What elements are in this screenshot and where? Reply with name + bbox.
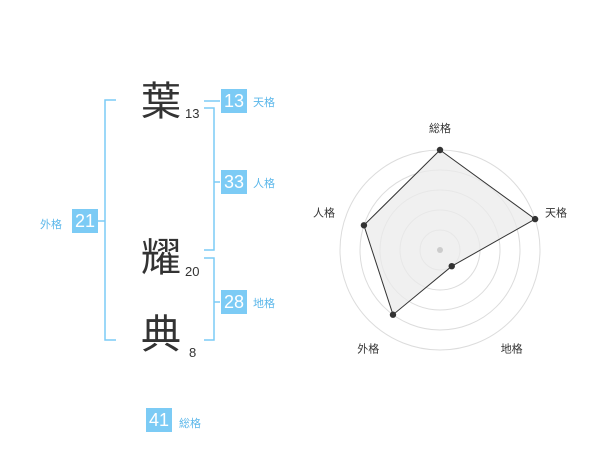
gaikaku-value: 21 [72,209,98,233]
radar-axis-label: 地格 [501,342,523,356]
soukaku-label: 総格 [179,417,201,430]
radar-point [436,146,444,154]
radar-center [437,247,443,253]
soukaku-value: 41 [146,408,172,432]
radar-axis-label: 外格 [357,342,379,356]
stroke-count-1: 13 [185,106,200,121]
radar-axis-label: 総格 [429,121,451,135]
stroke-count-2: 20 [185,264,200,279]
name-char-1: 葉 [141,79,181,125]
radar-point [448,262,455,270]
gaikaku-bracket [104,99,116,341]
radar-point [360,222,368,229]
radar-area [363,149,537,316]
jinkaku-value: 33 [221,170,247,194]
chikaku-label: 地格 [253,297,275,310]
chikaku-bracket [204,257,215,341]
radar-axis-label: 人格 [313,205,335,219]
stroke-count-3: 8 [189,345,197,360]
radar-point [531,215,539,223]
radar-point [389,311,397,318]
tenkaku-label: 天格 [253,96,275,109]
radar-axis-label: 天格 [545,205,567,219]
radar-points [360,146,539,318]
name-char-2: 耀 [141,235,181,281]
gaikaku-label: 外格 [40,218,62,231]
name-char-3: 典 [141,312,181,358]
chikaku-value: 28 [221,290,247,314]
jinkaku-label: 人格 [253,177,275,190]
tenkaku-value: 13 [221,89,247,113]
jinkaku-bracket [204,107,215,251]
